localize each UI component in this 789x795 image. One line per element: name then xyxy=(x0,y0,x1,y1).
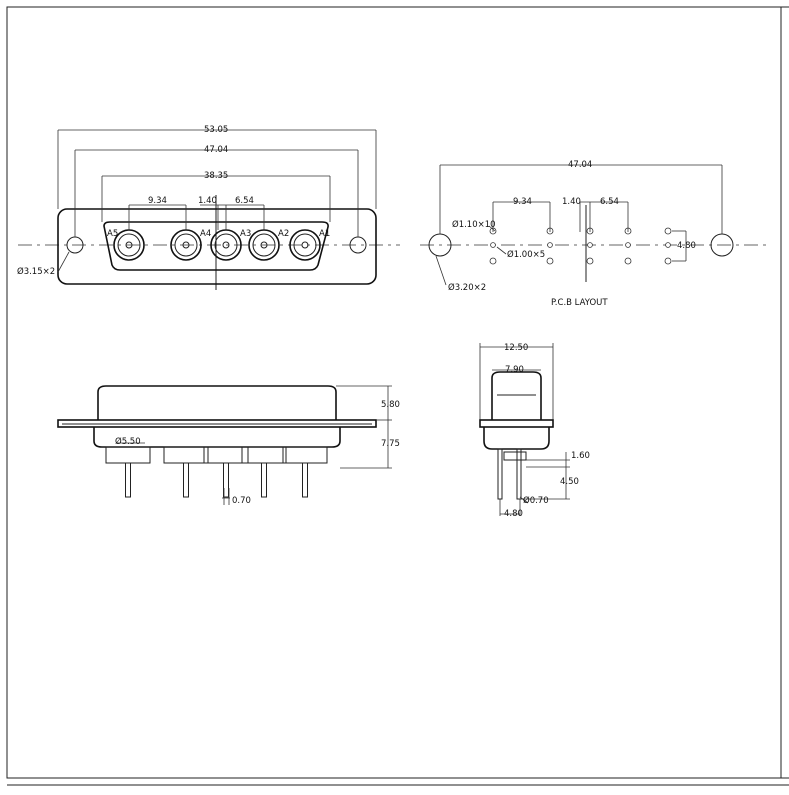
dim-offset-a: 1.40 xyxy=(198,196,217,206)
pcb-hole-small xyxy=(587,242,593,248)
front-contacts: A5 A4 A3 A2 A1 xyxy=(107,229,330,261)
end-dim-pin-diameter: Ø0.70 xyxy=(523,495,549,506)
contact-pin xyxy=(260,241,268,249)
end-pin-rear xyxy=(516,448,522,500)
contact-pin xyxy=(125,241,133,249)
pcb-hole-large xyxy=(546,257,554,265)
contact-label: A2 xyxy=(278,229,289,239)
contact-outer-ring xyxy=(289,229,321,261)
side-dim-total-height: 7.75 xyxy=(381,439,400,449)
contact-label: A3 xyxy=(240,229,251,239)
end-dim-pin-length: 4.50 xyxy=(560,477,579,487)
front-view: A5 A4 A3 A2 A1 53.05 47.04 38.35 9.34 1.40 6… xyxy=(17,125,400,290)
side-contact-body xyxy=(241,446,287,464)
contact-pin xyxy=(222,241,230,249)
pcb-hole-large xyxy=(489,257,497,265)
contact-inner-ring xyxy=(117,233,141,257)
end-dim-flange-thickness: 1.60 xyxy=(571,451,590,461)
side-contact-body xyxy=(203,446,249,464)
end-dim-shell-width: 7.90 xyxy=(505,365,524,375)
side-view: 5.80 7.75 Ø5.50 0.70 xyxy=(57,385,400,506)
side-pin xyxy=(125,462,131,498)
pcb-hole-large-label: Ø1.10×10 xyxy=(452,219,496,230)
pcb-hole-large xyxy=(624,257,632,265)
pcb-layout-view: 47.04 9.34 1.40 6.54 4.80 Ø1.10×10 Ø1.00… xyxy=(420,160,770,308)
contact-inner-ring xyxy=(293,233,317,257)
pcb-hole-small xyxy=(547,242,553,248)
contact-inner-ring xyxy=(214,233,238,257)
side-dim-pin-diameter: 0.70 xyxy=(232,496,251,506)
side-contact-body xyxy=(163,446,209,464)
pcb-hole-small-label: Ø1.00×5 xyxy=(507,249,545,260)
dim-contact-pitch: 9.34 xyxy=(148,196,167,206)
side-pins xyxy=(105,446,328,498)
side-pin xyxy=(223,462,229,498)
pcb-hole-large xyxy=(586,257,594,265)
side-contact-body xyxy=(105,446,151,464)
front-shell xyxy=(103,221,329,271)
pcb-dim-offset-b: 6.54 xyxy=(600,197,619,207)
pcb-hole-large xyxy=(664,227,672,235)
pcb-hole-large xyxy=(664,257,672,265)
contact-pin xyxy=(182,241,190,249)
dim-overall-width: 53.05 xyxy=(204,125,228,135)
contact-label: A1 xyxy=(319,229,330,239)
pcb-dim-row-spacing: 4.80 xyxy=(677,241,696,251)
pcb-hole-small xyxy=(665,242,671,248)
contact-label: A4 xyxy=(200,229,211,239)
pcb-holes xyxy=(489,227,672,265)
dim-offset-b: 6.54 xyxy=(235,196,254,206)
dim-shell-width: 38.35 xyxy=(204,171,228,181)
end-shell xyxy=(491,371,542,420)
contact-inner-ring xyxy=(252,233,276,257)
front-flange xyxy=(57,208,377,285)
side-shell xyxy=(97,385,337,420)
pcb-dim-contact-pitch: 9.34 xyxy=(513,197,532,207)
pcb-mount-hole-label: Ø3.20×2 xyxy=(448,282,486,293)
contact-label: A5 xyxy=(107,229,118,239)
side-pin xyxy=(183,462,189,498)
end-insulator xyxy=(483,427,550,450)
end-dim-flange-width: 12.50 xyxy=(504,343,528,353)
pcb-hole-small xyxy=(490,242,496,248)
end-flange xyxy=(479,419,554,428)
pcb-hole-small xyxy=(625,242,631,248)
end-view: 12.50 7.90 1.60 4.50 4.80 Ø0.70 xyxy=(479,343,590,519)
sheet-border xyxy=(6,6,782,779)
side-dim-contact-diameter: Ø5.50 xyxy=(115,436,141,447)
dim-mount-spacing: 47.04 xyxy=(204,145,228,155)
end-pin-front xyxy=(497,448,503,500)
side-pin xyxy=(302,462,308,498)
pcb-dim-mount-spacing: 47.04 xyxy=(568,160,592,170)
pcb-layout-title: P.C.B LAYOUT xyxy=(551,298,608,308)
end-dim-row-spacing: 4.80 xyxy=(504,509,523,519)
contact-pin xyxy=(301,241,309,249)
side-flange xyxy=(57,419,377,428)
side-contact-body xyxy=(282,446,328,464)
side-dim-shell-height: 5.80 xyxy=(381,400,400,410)
contact-inner-ring xyxy=(174,233,198,257)
side-pin xyxy=(261,462,267,498)
front-mount-hole-label: Ø3.15×2 xyxy=(17,266,55,277)
pcb-dim-offset-a: 1.40 xyxy=(562,197,581,207)
